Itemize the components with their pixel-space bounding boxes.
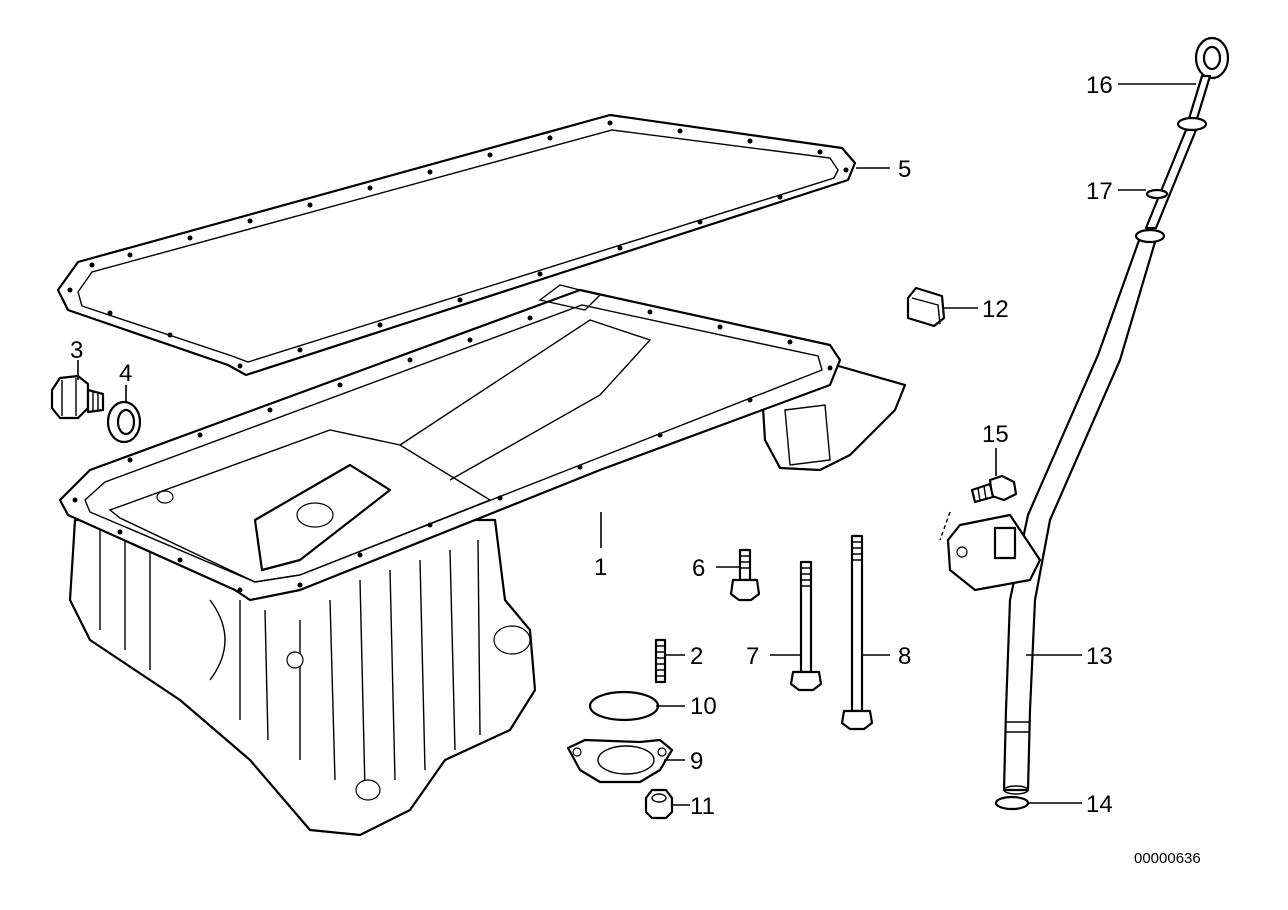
callout-13: 13 [1086, 643, 1113, 670]
callout-14: 14 [1086, 791, 1113, 818]
pan-flange-holes [72, 309, 833, 593]
dipstick [1144, 36, 1230, 230]
callout-15: 15 [982, 421, 1009, 448]
plug-cap [906, 286, 946, 328]
drain-plug [50, 374, 105, 420]
nut [644, 788, 674, 820]
callout-4: 4 [119, 360, 132, 387]
cover [566, 738, 674, 784]
gasket [56, 113, 857, 377]
dipstick-tube [939, 228, 1166, 795]
callout-7: 7 [746, 643, 759, 670]
seal-ring [994, 795, 1030, 811]
o-ring [588, 690, 660, 722]
callout-8: 8 [898, 643, 911, 670]
callout-9: 9 [690, 748, 703, 775]
callout-6: 6 [692, 555, 705, 582]
gasket-holes [67, 120, 849, 369]
callout-11: 11 [690, 793, 715, 820]
callout-labels: 1 2 3 4 5 6 7 8 9 10 11 12 13 14 15 16 1… [70, 72, 1113, 820]
washer [106, 400, 142, 444]
leader-lines [77, 83, 1196, 806]
stud [654, 638, 667, 684]
bolt-6 [729, 548, 761, 602]
callout-17: 17 [1086, 178, 1113, 205]
bolt-8 [840, 534, 874, 731]
bolt-15 [970, 474, 1018, 504]
pan-ribs [99, 530, 481, 791]
callout-16: 16 [1086, 72, 1113, 99]
oil-pan [58, 284, 907, 837]
callout-5: 5 [898, 156, 911, 183]
bolt-7 [789, 560, 823, 692]
callout-2: 2 [690, 643, 703, 670]
callout-1: 1 [594, 554, 607, 581]
callout-10: 10 [690, 693, 717, 720]
dipstick-seal [1145, 188, 1169, 200]
callout-12: 12 [982, 296, 1009, 323]
callout-3: 3 [70, 337, 83, 364]
diagram-code: 00000636 [1134, 850, 1201, 867]
